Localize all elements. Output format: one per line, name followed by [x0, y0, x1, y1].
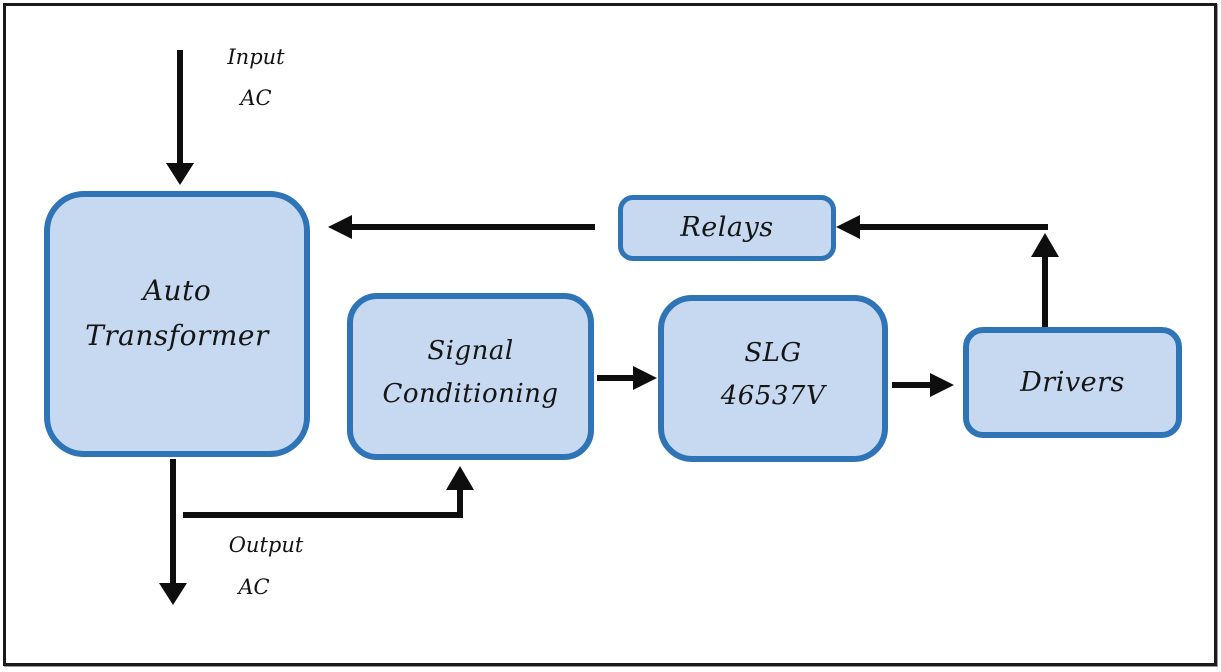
relays-to-transformer-line: [350, 224, 595, 230]
output-ac-arrowhead-down-icon: [159, 583, 187, 605]
input-label: Input: [227, 45, 285, 69]
drivers-label: Drivers: [1020, 366, 1125, 398]
slg-46537v-label: SLG 46537V: [720, 338, 826, 411]
input-ac-label: AC: [240, 86, 272, 110]
sc-to-slg-line: [597, 375, 633, 381]
relays-label: Relays: [680, 212, 774, 244]
output-label: Output: [228, 533, 304, 557]
drivers-up-arrowhead-icon: [1031, 233, 1059, 257]
relays-box: Relays: [618, 195, 836, 261]
output-branch-horizontal-line: [183, 512, 463, 518]
output-branch-arrowhead-up-icon: [446, 466, 474, 490]
slg-46537v-box: SLG 46537V: [658, 295, 888, 462]
slg-to-drivers-line: [892, 382, 930, 388]
outer-frame: [3, 3, 1217, 666]
input-ac-arrow-line: [177, 50, 183, 163]
output-ac-label: AC: [238, 575, 270, 599]
slg-to-drivers-arrowhead-right-icon: [930, 373, 954, 397]
drivers-box: Drivers: [963, 327, 1182, 438]
output-ac-arrow-line: [170, 459, 176, 583]
corner-to-relays-line: [858, 224, 1048, 230]
drivers-up-line: [1042, 256, 1048, 327]
relays-to-transformer-arrowhead-left-icon: [328, 215, 352, 239]
output-branch-vertical-line: [457, 489, 463, 518]
auto-transformer-label: Auto Transformer: [85, 273, 269, 352]
signal-conditioning-box: Signal Conditioning: [347, 293, 594, 460]
signal-conditioning-label: Signal Conditioning: [382, 336, 559, 409]
auto-transformer-box: Auto Transformer: [44, 191, 310, 457]
corner-to-relays-arrowhead-left-icon: [836, 215, 860, 239]
input-ac-arrowhead-down-icon: [166, 163, 194, 185]
sc-to-slg-arrowhead-right-icon: [633, 366, 657, 390]
